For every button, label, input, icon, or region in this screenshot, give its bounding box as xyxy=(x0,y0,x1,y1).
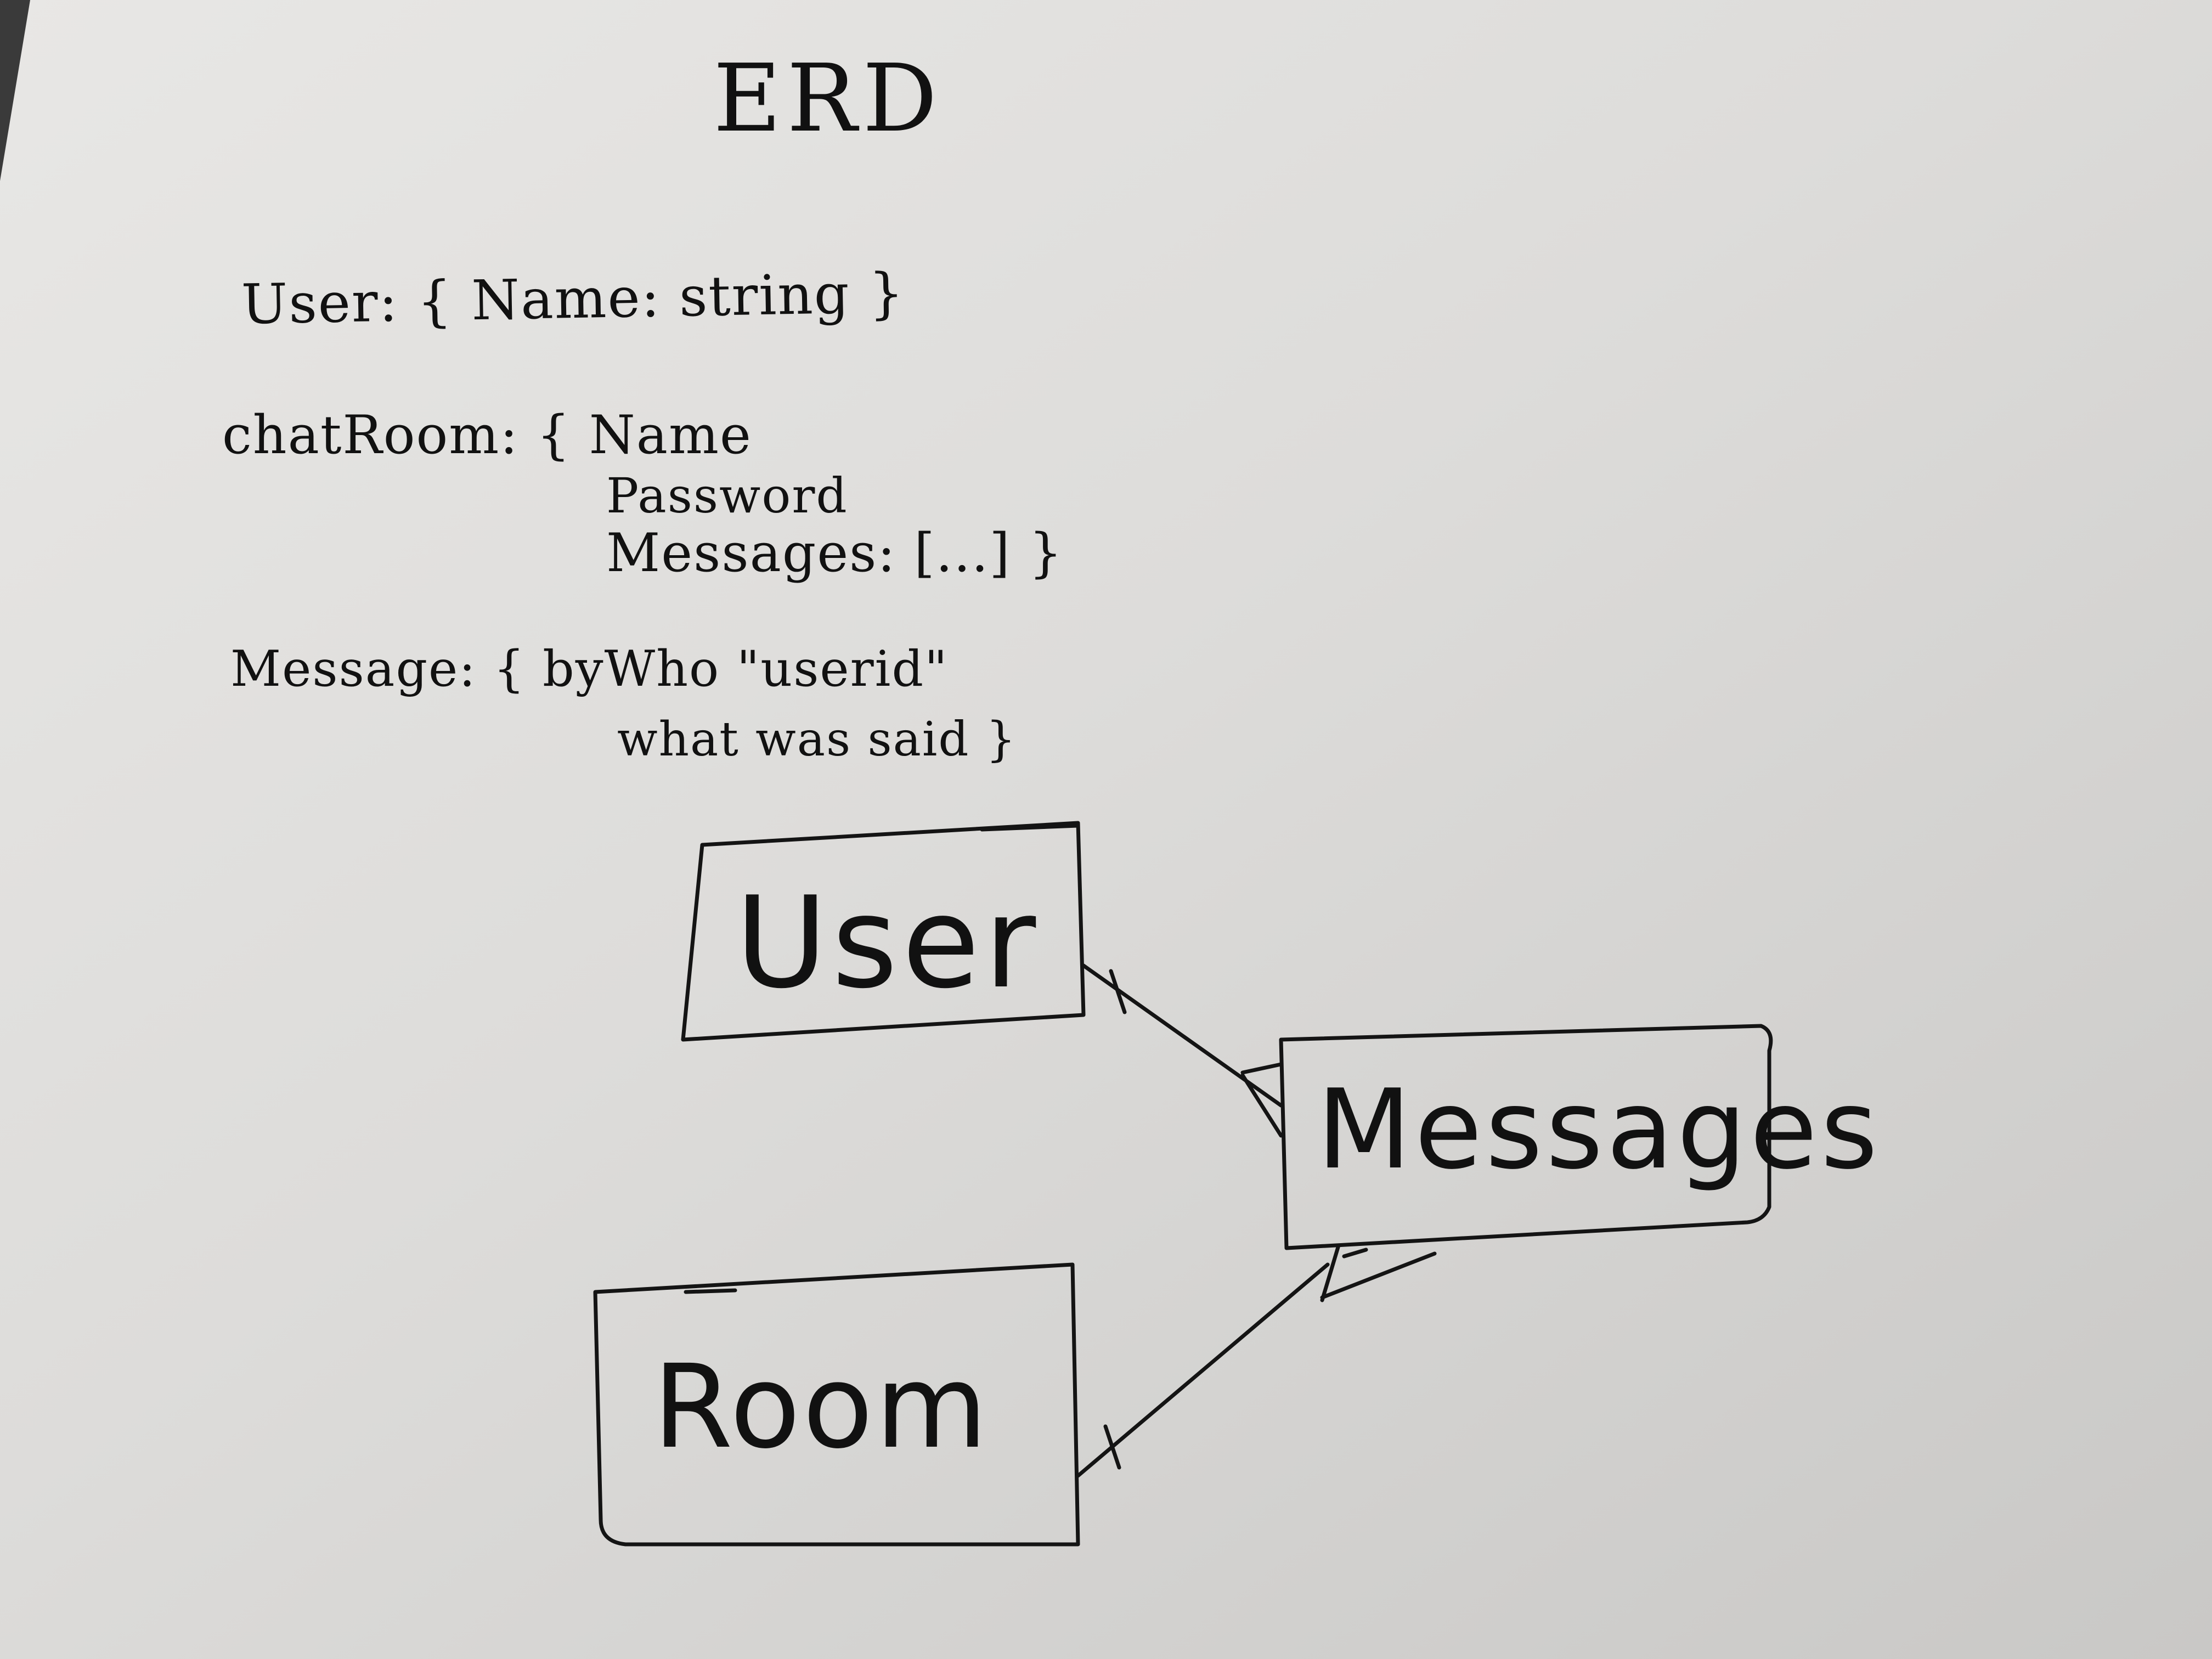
entity-messages-label: Messages xyxy=(1317,1066,1881,1194)
entity-user-label: User xyxy=(735,870,1041,1017)
user-schema-note: User: { Name: string } xyxy=(241,261,906,337)
chatroom-schema-note: chatRoom: { Name xyxy=(222,404,752,466)
diagram-title: ERD xyxy=(713,44,943,153)
chatroom-schema-messages: Messages: [...] } xyxy=(606,522,1064,584)
crows-foot-many-marker xyxy=(1320,1243,1437,1302)
connector-line xyxy=(1076,1262,1330,1478)
entity-user-box xyxy=(681,821,1086,1042)
chatroom-schema-password: Password xyxy=(606,467,848,524)
relationship-room-messages xyxy=(1076,1243,1437,1478)
message-schema-what-was-said: what was said } xyxy=(617,712,1017,767)
crows-foot-many-marker xyxy=(1240,1062,1283,1138)
one-marker xyxy=(1109,969,1127,1014)
entity-room-box xyxy=(593,1262,1080,1547)
entity-room-box-overline xyxy=(684,1288,737,1294)
message-schema-note: Message: { byWho "userid" xyxy=(230,640,949,698)
entity-messages-box xyxy=(1279,1024,1773,1250)
relationship-user-messages xyxy=(1081,963,1283,1138)
one-marker xyxy=(1103,1424,1121,1470)
entity-user-box-overline xyxy=(980,823,1080,832)
entity-room-label: Room xyxy=(653,1340,990,1474)
